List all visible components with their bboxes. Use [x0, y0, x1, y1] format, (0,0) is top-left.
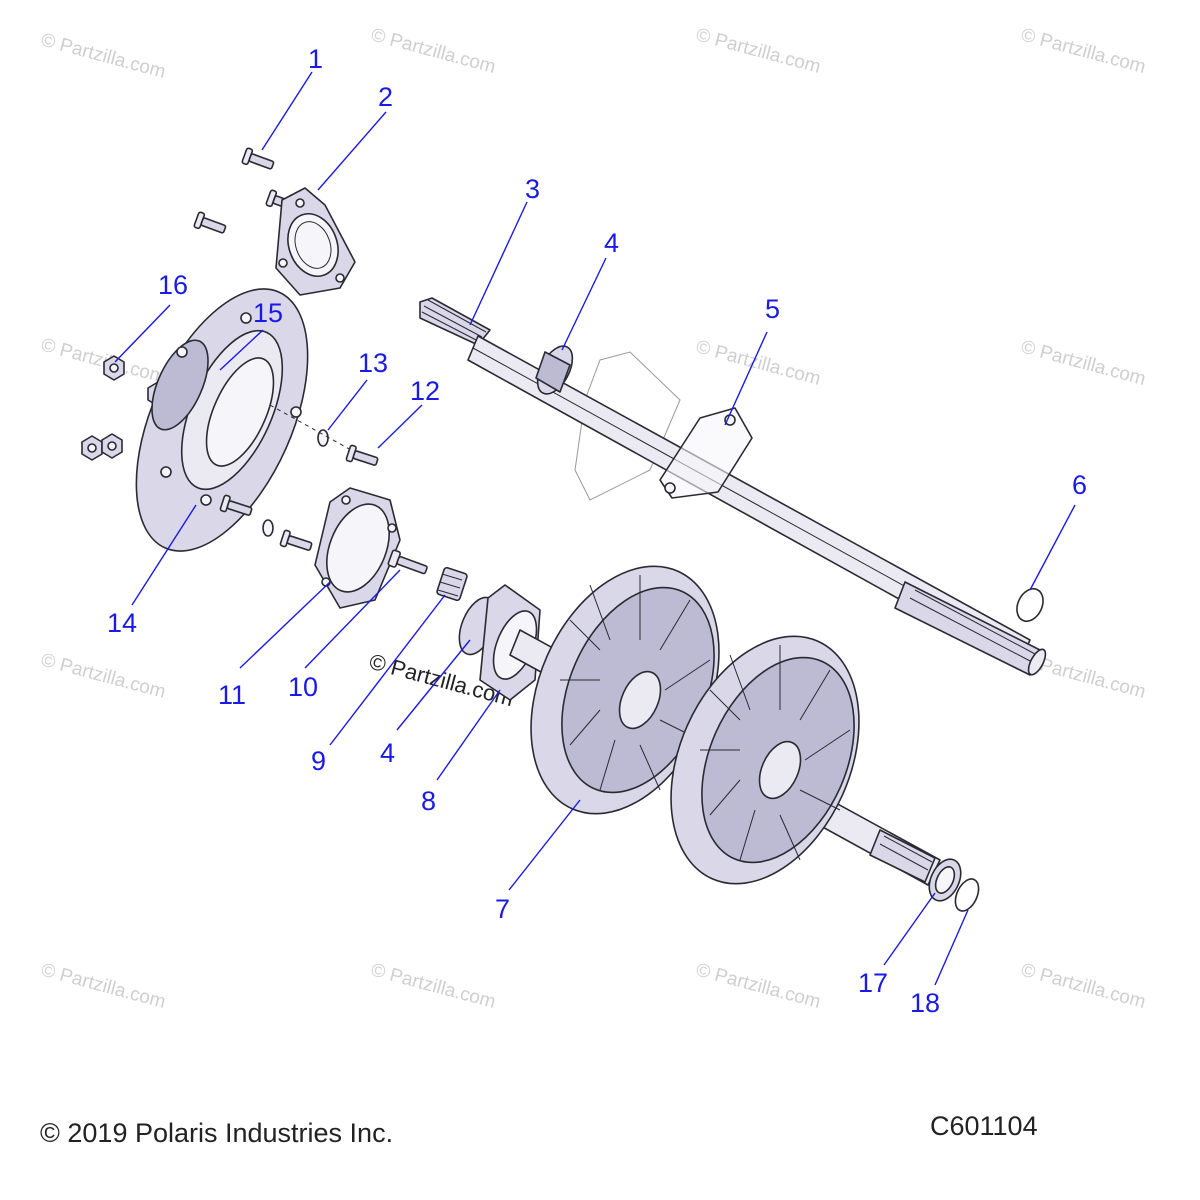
callout-9: 9 — [311, 746, 326, 776]
housing-bolts — [219, 494, 313, 551]
watermark: © Partzilla.com — [694, 25, 823, 78]
callout-4b: 4 — [380, 738, 395, 768]
callout-5: 5 — [765, 294, 780, 324]
callout-17: 17 — [858, 968, 888, 998]
callout-2: 2 — [378, 82, 393, 112]
callout-8: 8 — [421, 786, 436, 816]
leader-lines — [114, 71, 1076, 986]
upper-shaft-3 — [419, 297, 1047, 676]
callout-7: 7 — [495, 894, 510, 924]
bearing-housing-14 — [135, 288, 309, 552]
callout-11: 11 — [218, 680, 246, 710]
bolt-10 — [387, 549, 428, 575]
dashed-axis — [269, 404, 361, 456]
diagram-code: C601104 — [930, 1111, 1038, 1141]
watermark: © Partzilla.com — [369, 25, 498, 78]
watermark: © Partzilla.com — [1019, 337, 1148, 390]
callout-18: 18 — [910, 988, 940, 1018]
o-ring-6 — [1016, 587, 1044, 623]
watermark: © Partzilla.com — [369, 960, 498, 1013]
callout-4: 4 — [604, 228, 619, 258]
ring-18 — [954, 878, 980, 912]
watermark: © Partzilla.com — [39, 335, 168, 388]
watermark: © Partzilla.com — [39, 960, 168, 1013]
watermark: © Partzilla.com — [694, 960, 823, 1013]
callout-16: 16 — [158, 270, 188, 300]
watermark: © Partzilla.com — [39, 650, 168, 703]
callout-6: 6 — [1072, 470, 1087, 500]
gasket-5 — [659, 407, 753, 499]
watermark: © Partzilla.com — [1019, 25, 1148, 78]
bolt-12 — [345, 444, 379, 466]
watermark: © Partzilla.com — [694, 337, 823, 390]
watermark: © Partzilla.com — [39, 30, 168, 83]
callout-14: 14 — [107, 608, 137, 638]
callout-3: 3 — [525, 174, 540, 204]
bearing-flange-2 — [275, 187, 356, 296]
spline-gear-9 — [436, 566, 468, 602]
callout-12: 12 — [410, 376, 440, 406]
callout-13: 13 — [358, 348, 388, 378]
bearing-17 — [928, 858, 962, 902]
callouts: 1 2 3 4 5 6 7 8 4 9 10 11 12 13 14 15 16… — [107, 44, 1087, 1018]
drive-shaft-7 — [458, 565, 941, 886]
washer-13 — [317, 429, 329, 447]
callout-1: 1 — [308, 44, 323, 74]
watermark: © Partzilla.com — [1019, 960, 1148, 1013]
callout-15: 15 — [253, 298, 283, 328]
copyright-text: © 2019 Polaris Industries Inc. — [40, 1118, 393, 1148]
callout-10: 10 — [288, 672, 318, 702]
gasket-11 — [314, 487, 401, 609]
